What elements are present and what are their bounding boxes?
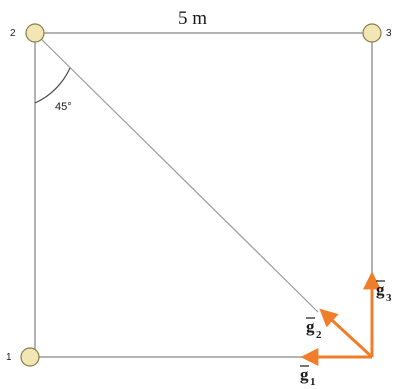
node-label-1: 1: [6, 352, 12, 363]
angle-label: 45°: [55, 101, 72, 113]
node-3: [362, 23, 382, 43]
vector-label-g2: g 2: [306, 317, 322, 341]
member-diagonal: [34, 32, 319, 313]
svg-text:g: g: [306, 317, 315, 336]
node-2: [25, 23, 45, 43]
vector-label-g1: g 1: [300, 365, 316, 388]
svg-text:2: 2: [316, 329, 322, 341]
vector-g2-arrow: [319, 308, 374, 359]
svg-text:3: 3: [386, 292, 392, 304]
node-1: [20, 347, 40, 367]
svg-text:g: g: [376, 280, 385, 299]
vector-label-g3: g 3: [376, 280, 392, 304]
node-label-3: 3: [386, 28, 392, 39]
node-label-2: 2: [10, 28, 16, 39]
svg-text:g: g: [300, 365, 309, 384]
svg-text:1: 1: [310, 376, 316, 388]
angle-arc: [34, 67, 71, 104]
dimension-label: 5 m: [178, 8, 207, 29]
